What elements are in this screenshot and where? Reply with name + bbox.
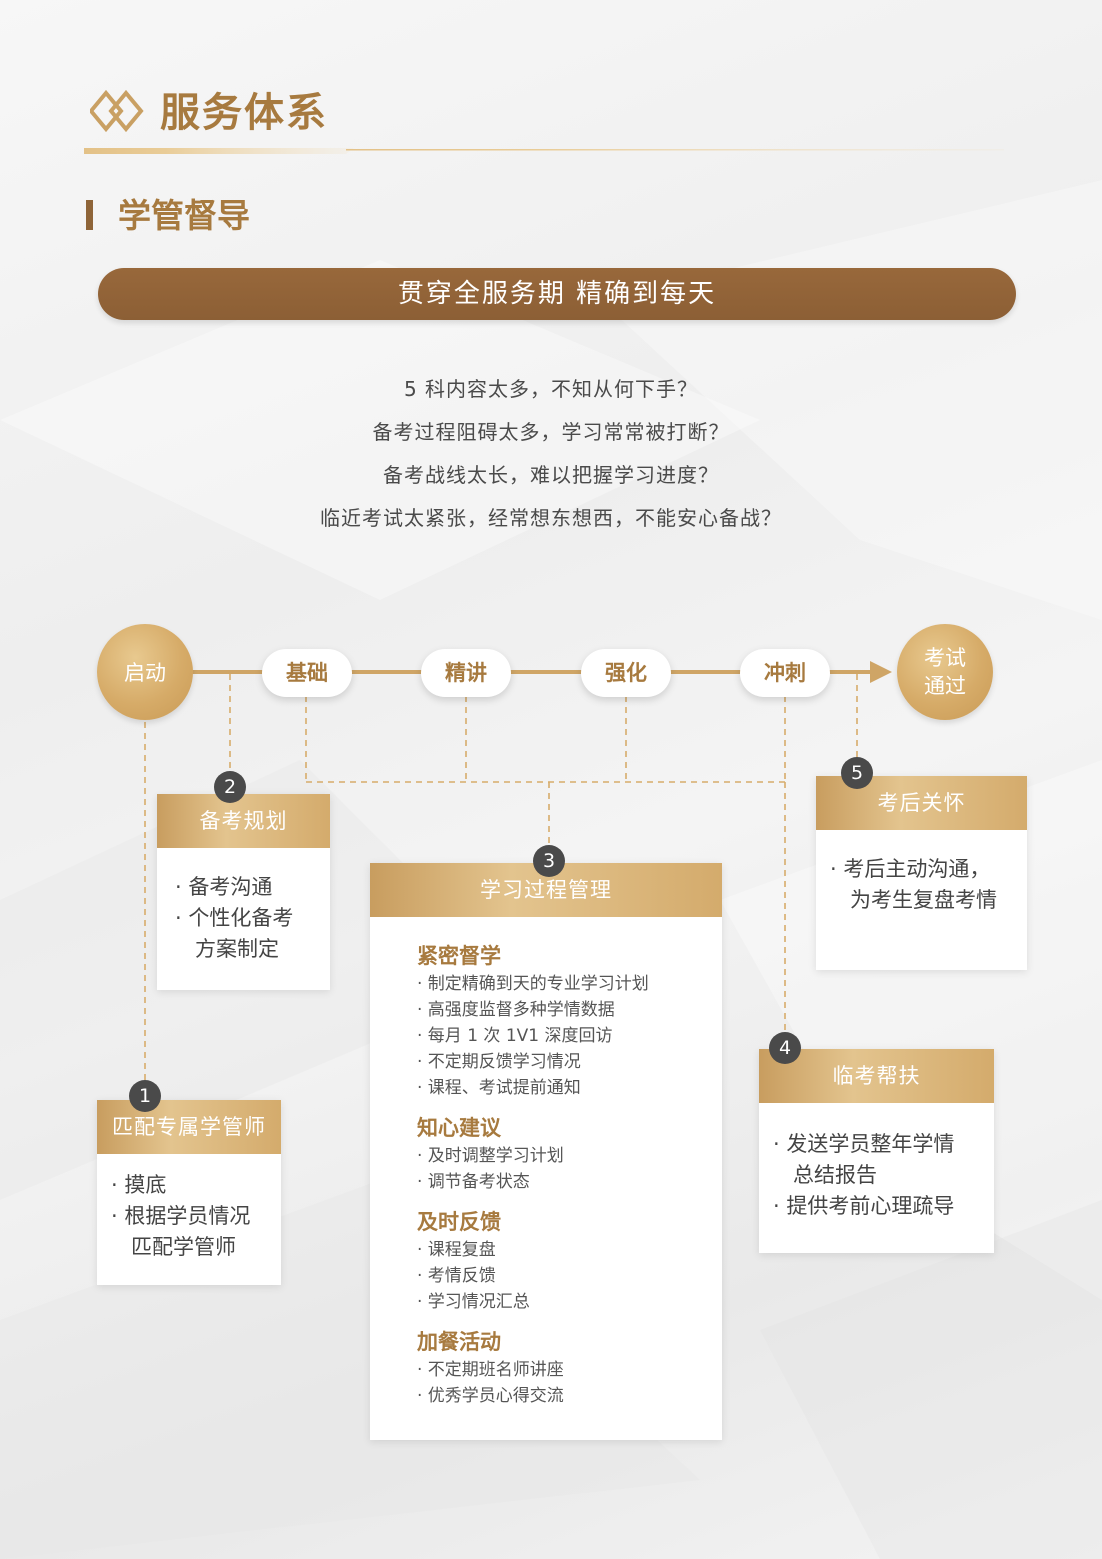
group-item: · 调节备考状态 <box>417 1172 530 1192</box>
timeline-start-label: 启动 <box>124 661 166 685</box>
step-body: · 发送学员整年学情 总结报告 · 提供考前心理疏导 <box>759 1103 994 1222</box>
timeline-end-label: 考试 <box>924 646 966 670</box>
group-item: · 不定期班名师讲座 <box>417 1360 564 1380</box>
step-line: · 提供考前心理疏导 <box>773 1194 955 1218</box>
step-box-process: 学习过程管理 紧密督学 · 制定精确到天的专业学习计划 · 高强度监督多种学情数… <box>370 863 722 1440</box>
step-line: · 根据学员情况 <box>111 1204 251 1228</box>
step-body: · 考后主动沟通， 为考生复盘考情 <box>816 830 1027 916</box>
step-box-after-exam: 考后关怀 · 考后主动沟通， 为考生复盘考情 <box>816 776 1027 970</box>
step-title: 匹配专属学管师 <box>97 1100 281 1154</box>
question-item: 备考战线太长，难以把握学习进度？ <box>383 463 719 487</box>
step-number-badge: 5 <box>841 757 873 789</box>
group-item: · 及时调整学习计划 <box>417 1146 564 1166</box>
group-item: · 不定期反馈学习情况 <box>417 1052 581 1072</box>
step-title: 考后关怀 <box>816 776 1027 830</box>
question-item: 临近考试太紧张，经常想东想西，不能安心备战？ <box>320 506 782 530</box>
stage-intensive: 精讲 <box>421 649 511 697</box>
diamond-logo-icon <box>90 90 144 132</box>
header-divider <box>84 148 1004 154</box>
step-line: 方案制定 <box>175 937 280 961</box>
step-title: 备考规划 <box>157 794 330 848</box>
step-body: · 备考沟通 · 个性化备考 方案制定 <box>157 848 330 965</box>
group-item: · 每月 1 次 1V1 深度回访 <box>417 1026 613 1046</box>
group-item: · 考情反馈 <box>417 1266 496 1286</box>
group-item: · 制定精确到天的专业学习计划 <box>417 974 649 994</box>
group-item: · 课程复盘 <box>417 1240 496 1260</box>
step-line: · 考后主动沟通， <box>830 857 991 881</box>
question-item: 5 科内容太多，不知从何下手？ <box>403 377 699 401</box>
section-marker <box>86 200 93 230</box>
step-line: · 个性化备考 <box>175 906 294 930</box>
question-item: 备考过程阻碍太多，学习常常被打断？ <box>372 420 730 444</box>
step-body: 紧密督学 · 制定精确到天的专业学习计划 · 高强度监督多种学情数据 · 每月 … <box>370 917 722 1409</box>
group-item: · 学习情况汇总 <box>417 1292 530 1312</box>
timeline-end: 考试 通过 <box>897 624 993 720</box>
step-box-pre-exam: 临考帮扶 · 发送学员整年学情 总结报告 · 提供考前心理疏导 <box>759 1049 994 1253</box>
stage-strengthen: 强化 <box>581 649 671 697</box>
group-title: 及时反馈 <box>417 1210 501 1234</box>
step-number-badge: 3 <box>533 845 565 877</box>
group-item: · 高强度监督多种学情数据 <box>417 1000 615 1020</box>
step-box-plan: 备考规划 · 备考沟通 · 个性化备考 方案制定 <box>157 794 330 990</box>
step-number-badge: 1 <box>129 1080 161 1112</box>
group-title: 紧密督学 <box>417 944 501 968</box>
step-line: 总结报告 <box>773 1163 878 1187</box>
group-title: 知心建议 <box>417 1116 501 1140</box>
step-line: 匹配学管师 <box>111 1235 237 1259</box>
page-title: 服务体系 <box>160 90 328 136</box>
group-item: · 课程、考试提前通知 <box>417 1078 581 1098</box>
step-body: · 摸底 · 根据学员情况 匹配学管师 <box>97 1154 281 1263</box>
step-line: 为考生复盘考情 <box>830 888 998 912</box>
section-title: 学管督导 <box>118 196 250 235</box>
step-title: 临考帮扶 <box>759 1049 994 1103</box>
step-line: · 摸底 <box>111 1173 167 1197</box>
stage-sprint: 冲刺 <box>740 649 830 697</box>
step-line: · 发送学员整年学情 <box>773 1132 955 1156</box>
group-item: · 优秀学员心得交流 <box>417 1386 564 1406</box>
step-number-badge: 2 <box>214 771 246 803</box>
step-box-match: 匹配专属学管师 · 摸底 · 根据学员情况 匹配学管师 <box>97 1100 281 1285</box>
group-title: 加餐活动 <box>417 1330 501 1354</box>
timeline-start: 启动 <box>97 624 193 720</box>
question-list: 5 科内容太多，不知从何下手？ 备考过程阻碍太多，学习常常被打断？ 备考战线太长… <box>0 368 1102 540</box>
timeline-end-label: 通过 <box>924 674 966 698</box>
slogan-banner: 贯穿全服务期 精确到每天 <box>98 268 1016 320</box>
step-number-badge: 4 <box>769 1032 801 1064</box>
stage-foundation: 基础 <box>262 649 352 697</box>
step-line: · 备考沟通 <box>175 875 273 899</box>
